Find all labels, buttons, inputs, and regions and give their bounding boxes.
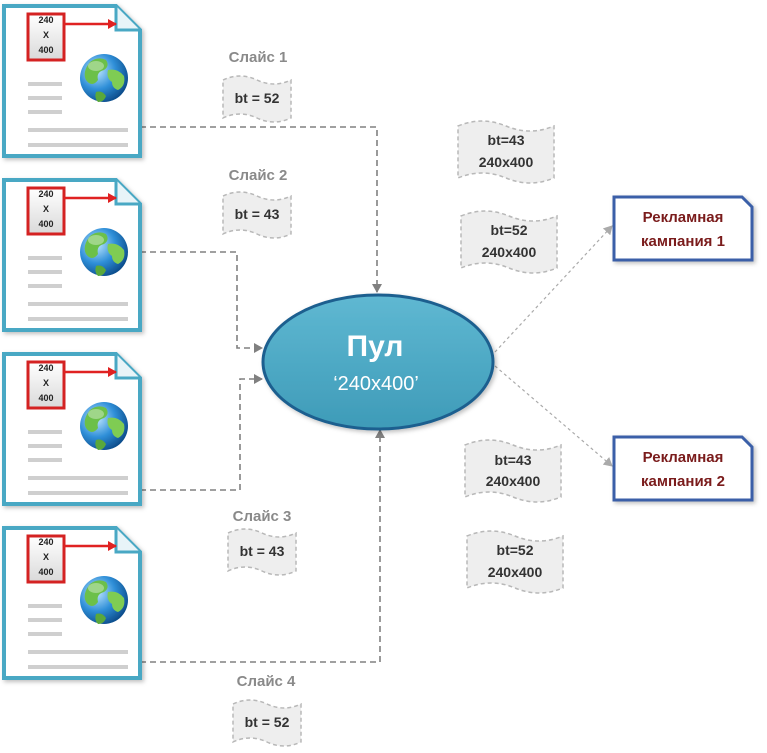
banner-size-mid: X	[43, 204, 49, 214]
request-tag-shape	[464, 439, 562, 503]
pool: Пул ‘240x400’	[261, 293, 495, 431]
campaign-line1: Рекламная	[643, 449, 724, 466]
request-tag-line1: bt=52	[491, 222, 528, 238]
request-tag-line1: bt=43	[488, 132, 525, 148]
banner-size-top: 240	[38, 363, 53, 373]
banner-size-mid: X	[43, 30, 49, 40]
request-tag-shape	[457, 120, 555, 184]
slice-bt: bt = 52	[245, 714, 290, 730]
request-tag-line2: 240x400	[486, 473, 541, 489]
web-page-1: 240 X 400	[4, 6, 140, 156]
connector-campaign-2	[494, 365, 613, 467]
request-tag-4: bt=52 240x400	[466, 530, 564, 594]
request-tag-line1: bt=43	[495, 452, 532, 468]
slice-label: Слайс 1	[229, 49, 288, 66]
banner-size-bottom: 400	[38, 567, 53, 577]
web-page-icon	[4, 354, 140, 504]
slice-label: Слайс 3	[233, 508, 292, 525]
banner-size-top: 240	[38, 537, 53, 547]
web-page-icon	[4, 180, 140, 330]
web-page-icon	[4, 6, 140, 156]
pool-title: Пул	[347, 330, 404, 363]
connector-page-2	[140, 251, 263, 353]
campaign-2: Рекламная кампания 2	[612, 435, 754, 502]
banner-size-top: 240	[38, 15, 53, 25]
request-tag-line2: 240x400	[479, 154, 534, 170]
campaign-line1: Рекламная	[643, 209, 724, 226]
campaign-card	[612, 195, 754, 262]
request-tag-shape	[460, 210, 558, 274]
web-page-icon	[4, 528, 140, 678]
slice-bt: bt = 43	[240, 543, 285, 559]
request-tag-3: bt=43 240x400	[464, 439, 562, 503]
campaign-card	[612, 435, 754, 502]
request-tag-line1: bt=52	[497, 542, 534, 558]
banner-size-top: 240	[38, 189, 53, 199]
banner-size-bottom: 400	[38, 393, 53, 403]
slice-1: Слайс 1 bt = 52	[222, 49, 292, 123]
connector-page-4	[140, 429, 385, 663]
web-page-2: 240 X 400	[4, 180, 140, 330]
web-page-3: 240 X 400	[4, 354, 140, 504]
banner-size-bottom: 400	[38, 45, 53, 55]
campaign-line2: кампания 2	[641, 473, 725, 490]
banner-size-mid: X	[43, 378, 49, 388]
pool-ellipse	[261, 293, 495, 431]
request-tag-line2: 240x400	[488, 564, 543, 580]
campaign-line2: кампания 1	[641, 233, 725, 250]
connectors	[140, 126, 613, 663]
request-tag-line2: 240x400	[482, 244, 537, 260]
slice-2: Слайс 2 bt = 43	[222, 167, 292, 239]
pool-subtitle: ‘240x400’	[333, 373, 419, 395]
slice-3: Слайс 3 bt = 43	[227, 508, 297, 576]
request-tag-1: bt=43 240x400	[457, 120, 555, 184]
request-tag-2: bt=52 240x400	[460, 210, 558, 274]
banner-size-mid: X	[43, 552, 49, 562]
slice-bt: bt = 52	[235, 90, 280, 106]
slice-label: Слайс 4	[237, 673, 296, 690]
campaign-1: Рекламная кампания 1	[612, 195, 754, 262]
slice-4: Слайс 4 bt = 52	[232, 673, 302, 747]
slice-label: Слайс 2	[229, 167, 288, 184]
connector-page-3	[140, 374, 263, 491]
request-tag-shape	[466, 530, 564, 594]
web-page-4: 240 X 400	[4, 528, 140, 678]
connector-campaign-1	[494, 225, 613, 353]
banner-size-bottom: 400	[38, 219, 53, 229]
slice-bt: bt = 43	[235, 206, 280, 222]
